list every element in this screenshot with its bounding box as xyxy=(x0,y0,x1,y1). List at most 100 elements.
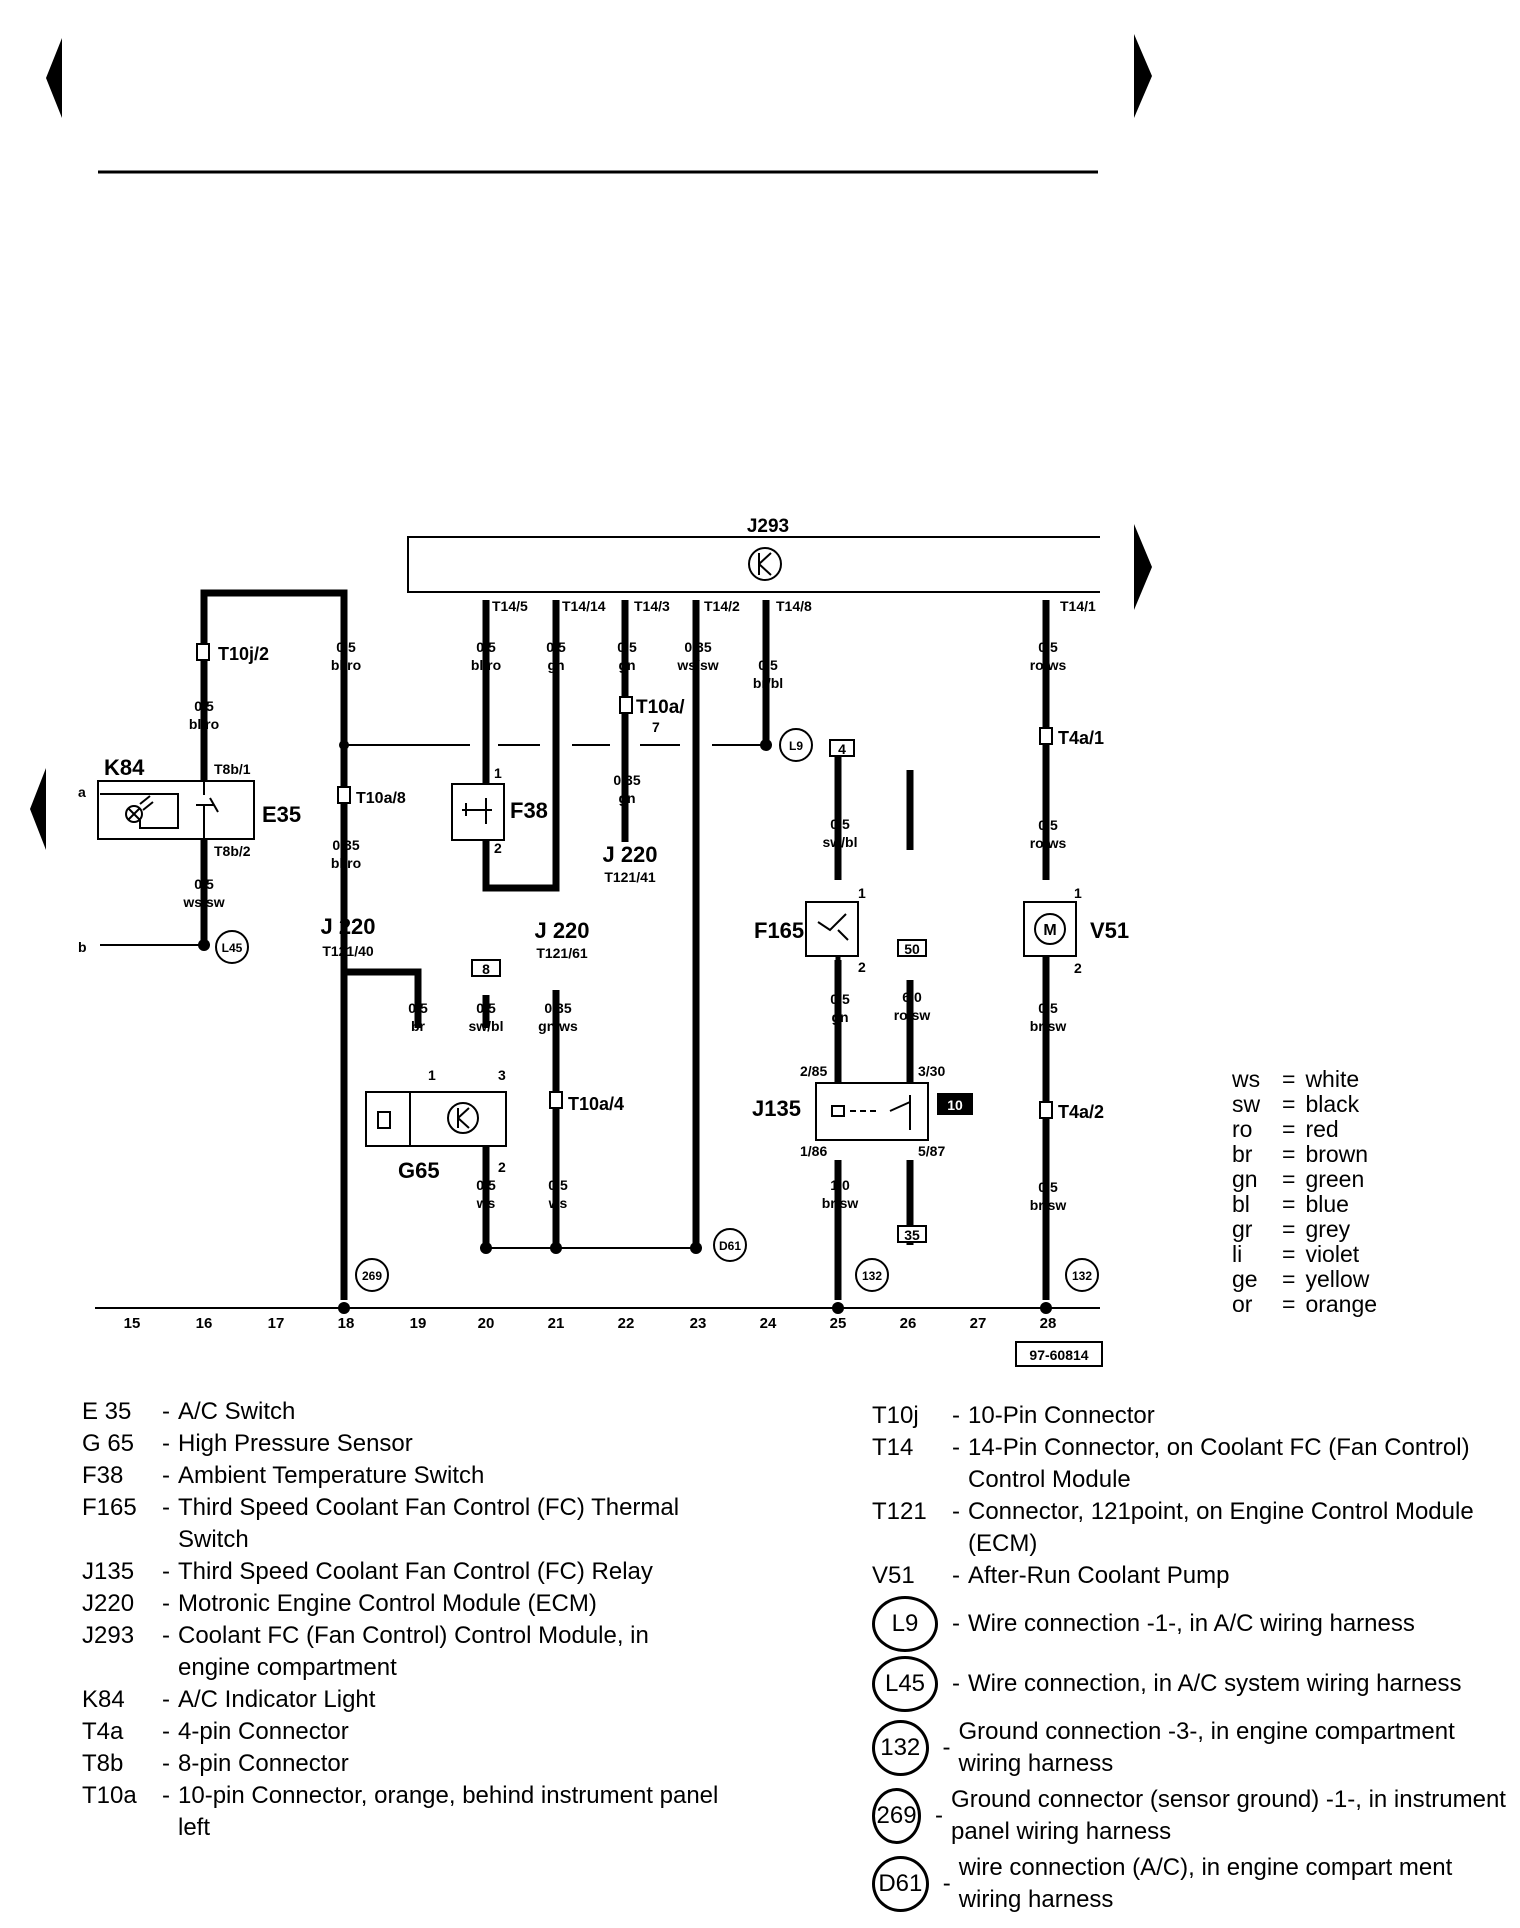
diagram-id: 97-60814 xyxy=(1029,1347,1088,1363)
legend-item: K84-A/C Indicator Light xyxy=(82,1684,722,1716)
legend-key: V51 xyxy=(872,1562,915,1589)
wiring-schematic: J293 xyxy=(30,34,1152,1367)
legend-desc: Wire connection -1-, in A/C wiring harne… xyxy=(968,1610,1415,1637)
wire-gauge: 0,35 xyxy=(613,772,640,788)
wire-gauge: 0,5 xyxy=(1038,817,1058,833)
color-code: gr xyxy=(1232,1216,1253,1242)
side-label-b: b xyxy=(78,939,87,955)
legend-circle-item: D61-wire connection (A/C), in engine com… xyxy=(872,1852,1512,1916)
wire-gauge: 0,5 xyxy=(758,657,778,673)
legend-desc: Ambient Temperature Switch xyxy=(178,1462,485,1489)
wire-gauge: 0,5 xyxy=(194,876,214,892)
legend-desc: Ground connection -3-, in engine compart… xyxy=(958,1718,1455,1777)
ground-269: 269 xyxy=(362,1269,382,1283)
legend-desc: Motronic Engine Control Module (ECM) xyxy=(178,1590,597,1617)
splice-l9: L9 xyxy=(789,739,803,753)
j293-module: J293 xyxy=(407,516,1100,593)
pin-number: 3 xyxy=(498,1067,506,1083)
color-code: bl xyxy=(1232,1191,1250,1217)
next-page-arrow-icon[interactable] xyxy=(1134,34,1152,118)
j220-pin: T121/61 xyxy=(536,945,588,961)
column-number: 16 xyxy=(196,1315,213,1332)
connector-t4a1: T4a/1 xyxy=(1058,728,1104,748)
wire-gauge: 0,5 xyxy=(1038,1179,1058,1195)
ground-132: 132 xyxy=(862,1269,882,1283)
legend-key: J220 xyxy=(82,1590,135,1617)
j220-label: J 220 xyxy=(602,842,657,867)
j220-pin: T121/40 xyxy=(322,943,374,959)
k84-e35-switch: K84 E35 a b xyxy=(78,755,301,955)
j220-callouts: J 220 T121/40 J 220 T121/61 J 220 T121/4… xyxy=(320,842,657,961)
color-code-key: ws=white sw=black ro=red br=brown gn=gre… xyxy=(1232,1067,1377,1317)
continue-right-arrow-icon[interactable] xyxy=(1134,524,1152,610)
f38-label: F38 xyxy=(510,798,548,823)
g65-label: G65 xyxy=(398,1158,440,1183)
legend-item: T14-14-Pin Connector, on Coolant FC (Fan… xyxy=(872,1432,1512,1496)
legend-desc: Third Speed Coolant Fan Control (FC) The… xyxy=(178,1494,680,1553)
legend-circle-item: 269-Ground connector (sensor ground) -1-… xyxy=(872,1784,1512,1848)
legend-key: J135 xyxy=(82,1558,135,1585)
color-name: white xyxy=(1305,1066,1360,1092)
column-number: 21 xyxy=(548,1315,565,1332)
wire-gauge: 0,5 xyxy=(476,1177,496,1193)
legend-desc: wire connection (A/C), in engine compart… xyxy=(958,1854,1453,1913)
color-code-row: br=brown xyxy=(1232,1141,1369,1167)
t14-pins: T14/5 T14/14 T14/3 T14/2 T14/8 T14/1 xyxy=(492,598,1096,614)
connector-t4a2: T4a/2 xyxy=(1058,1102,1104,1122)
box-4: 4 xyxy=(838,741,846,757)
wire-color: ws/sw xyxy=(676,657,718,673)
color-code: br xyxy=(1232,1141,1253,1167)
color-code-row: bl=blue xyxy=(1232,1191,1349,1217)
pin-t14-14: T14/14 xyxy=(562,598,606,614)
connector-t8b2: T8b/2 xyxy=(214,843,251,859)
legend-desc: Connector, 121point, on Engine Control M… xyxy=(968,1498,1474,1557)
connector-t10j2: T10j/2 xyxy=(218,644,269,664)
wire-gauge: 6,0 xyxy=(902,989,922,1005)
ground-points: L45 L9 269 D61 132 132 xyxy=(215,728,1099,1292)
legend-key: T8b xyxy=(82,1750,124,1777)
connector-t10a7-pin: 7 xyxy=(652,719,660,735)
color-code-row: ge=yellow xyxy=(1232,1266,1370,1292)
wire-gauge: 0.5 xyxy=(830,991,850,1007)
legend-desc: 10-pin Connector, orange, behind instrum… xyxy=(178,1782,719,1841)
g65-sensor: 1 3 2 G65 xyxy=(365,1067,507,1183)
color-code: sw xyxy=(1232,1091,1261,1117)
prev-page-arrow-icon[interactable] xyxy=(46,38,62,118)
wire-color: bl/ro xyxy=(331,855,361,871)
legend-circle-item: 132-Ground connection -3-, in engine com… xyxy=(872,1716,1512,1780)
legend-item: F38-Ambient Temperature Switch xyxy=(82,1460,722,1492)
pin-t14-8: T14/8 xyxy=(776,598,812,614)
wire-color: ws xyxy=(476,1195,496,1211)
color-code: gn xyxy=(1232,1166,1258,1192)
color-code: ws xyxy=(1232,1066,1261,1092)
pin-t14-2: T14/2 xyxy=(704,598,740,614)
relay-pin: 2/85 xyxy=(800,1063,827,1079)
color-code-row: or=orange xyxy=(1232,1291,1378,1317)
legend-circle-item: L45-Wire connection, in A/C system wirin… xyxy=(872,1656,1512,1712)
component-legend-right: T10j-10-Pin Connector T14-14-Pin Connect… xyxy=(872,1400,1512,1916)
wire-gauge: 0,5 xyxy=(336,639,356,655)
legend-item: T121-Connector, 121point, on Engine Cont… xyxy=(872,1496,1512,1560)
wire-color: br/sw xyxy=(1030,1018,1067,1034)
column-number: 27 xyxy=(970,1315,987,1332)
wire-gauge: 0,5 xyxy=(546,639,566,655)
wire-gauge: 0,35 xyxy=(544,1000,571,1016)
color-code-row: li=violet xyxy=(1232,1241,1360,1267)
wire-color: sw/bl xyxy=(468,1018,503,1034)
wire-color: gn xyxy=(831,1009,848,1025)
column-number: 26 xyxy=(900,1315,917,1332)
connector-t10a4: T10a/4 xyxy=(568,1094,624,1114)
wire-color: sw/bl xyxy=(822,834,857,850)
wire-color: bl/ro xyxy=(189,716,219,732)
color-code-row: gr=grey xyxy=(1232,1216,1351,1242)
pin-t14-3: T14/3 xyxy=(634,598,670,614)
legend-item: F165-Third Speed Coolant Fan Control (FC… xyxy=(82,1492,722,1556)
side-label-a: a xyxy=(78,784,86,800)
legend-circle-item: L9-Wire connection -1-, in A/C wiring ha… xyxy=(872,1596,1512,1652)
legend-item: G 65-High Pressure Sensor xyxy=(82,1428,722,1460)
color-code-row: ro=red xyxy=(1232,1116,1339,1142)
j135-label: J135 xyxy=(752,1096,801,1121)
color-name: violet xyxy=(1305,1241,1360,1267)
relay-pin: 5/87 xyxy=(918,1143,945,1159)
continue-left-arrow-icon[interactable] xyxy=(30,768,46,850)
